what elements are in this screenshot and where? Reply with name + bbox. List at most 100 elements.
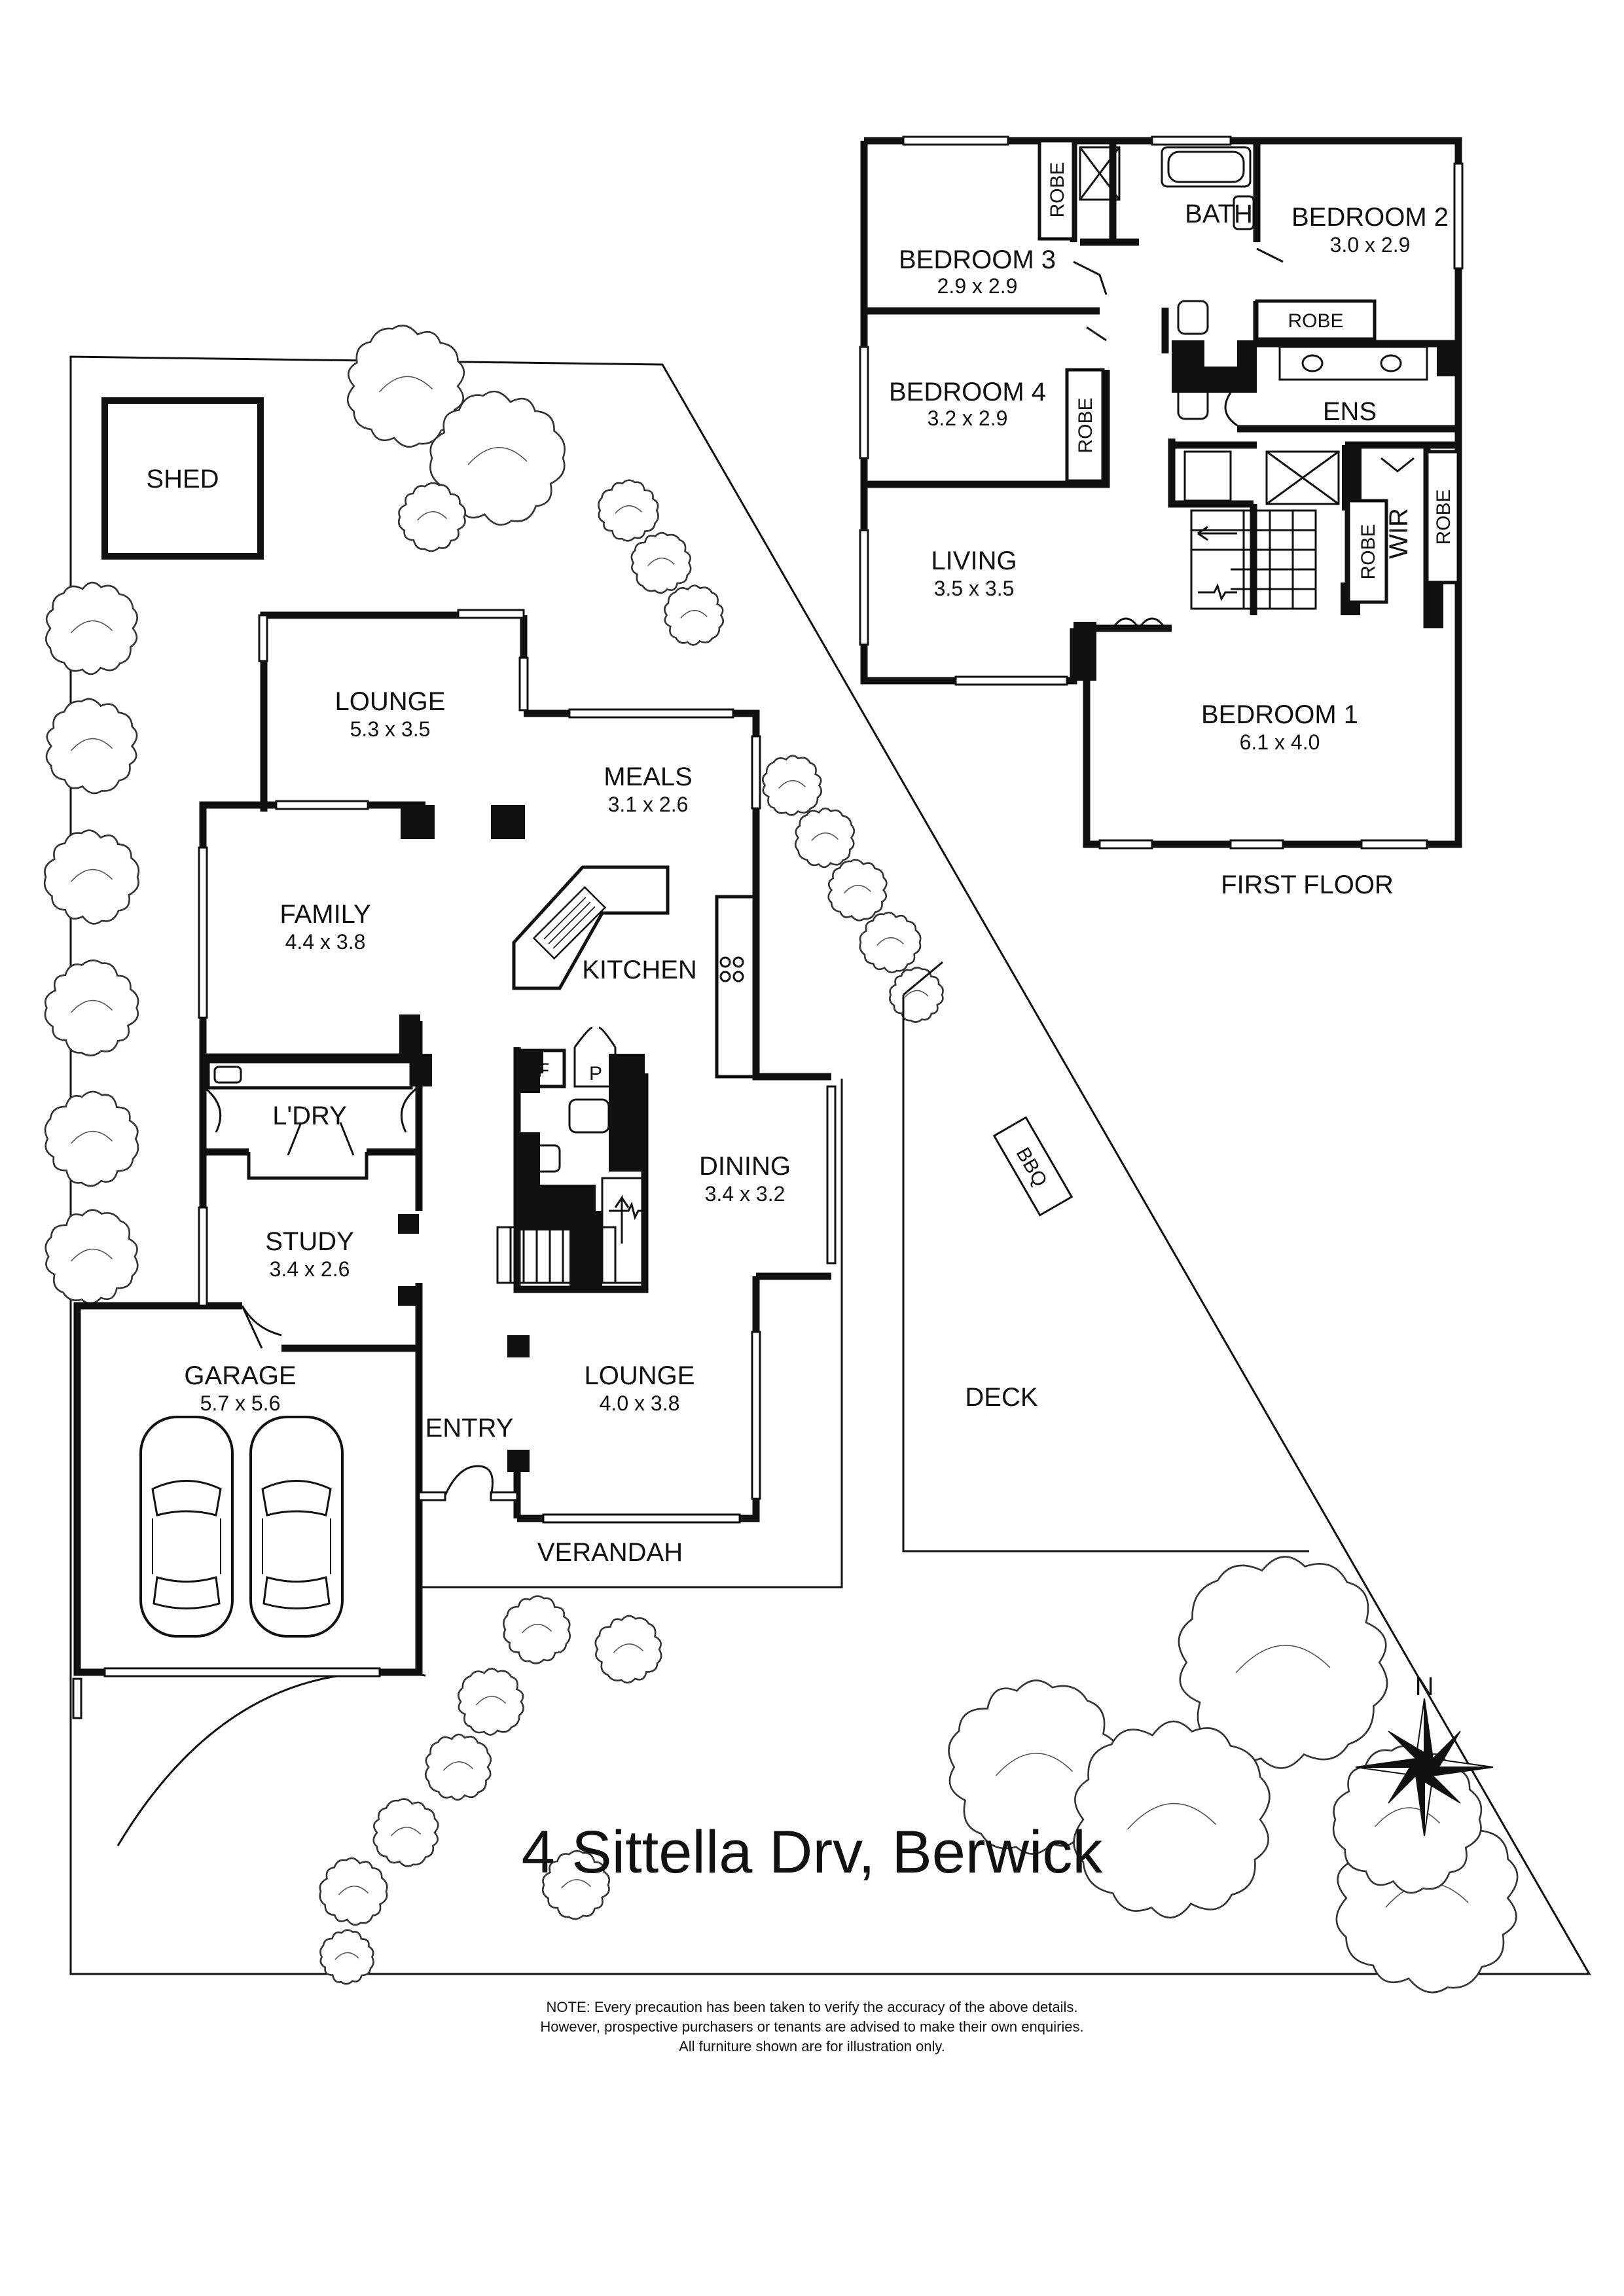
pantry-label: P [589, 1063, 602, 1085]
ens-label: ENS [1323, 397, 1377, 426]
tree-detail [378, 376, 433, 393]
first-floor-label: FIRST FLOOR [1221, 870, 1394, 899]
tree-detail [876, 937, 904, 946]
lounge-rear-label: LOUNGE [335, 687, 446, 716]
tree-icon [630, 531, 692, 594]
tree-icon [859, 911, 922, 974]
bath-label: BATH [1185, 200, 1253, 228]
trees [43, 325, 1519, 1994]
tree-icon [889, 967, 944, 1023]
tree-icon [458, 1668, 524, 1736]
tree-detail [560, 1879, 592, 1889]
tree-detail [615, 505, 642, 514]
tree-detail [778, 780, 806, 789]
kitchen-label: KITCHEN [582, 956, 697, 984]
tree-icon [429, 390, 566, 526]
ground-floor: F P LOUNGE 5.3 x 3.5 MEALS 3.1 x 2.6 FAM [72, 609, 843, 1719]
fridge-label: F [537, 1060, 549, 1081]
living-label: LIVING [931, 547, 1017, 575]
compass-point [1388, 1731, 1435, 1768]
family-label: FAMILY [280, 900, 370, 929]
tree-icon [44, 1090, 139, 1187]
laundry-label: L'DRY [272, 1102, 347, 1130]
garage-dims: 5.7 x 5.6 [200, 1391, 281, 1415]
meals-label: MEALS [604, 762, 693, 791]
shed-label: SHED [146, 465, 219, 493]
entry-label: ENTRY [425, 1414, 514, 1443]
dining-dims: 3.4 x 3.2 [705, 1182, 785, 1206]
lounge-front-dims: 4.0 x 3.8 [600, 1391, 680, 1415]
tree-icon [794, 807, 856, 869]
tree-detail [995, 1753, 1074, 1776]
cars [139, 1416, 344, 1638]
north-label: N [1415, 1672, 1434, 1701]
tree-icon [594, 1615, 662, 1684]
tree-detail [338, 1886, 369, 1895]
wir-label: WIR [1384, 508, 1413, 559]
lounge-rear-dims: 5.3 x 3.5 [350, 717, 431, 741]
verandah-label: VERANDAH [537, 1538, 683, 1567]
bedroom2-dims: 3.0 x 2.9 [1330, 233, 1411, 257]
robe-bed3-label: ROBE [1047, 162, 1068, 217]
tree-icon [43, 829, 140, 925]
lounge-front-label: LOUNGE [585, 1361, 695, 1390]
note-line-1: NOTE: Every precaution has been taken to… [546, 1999, 1078, 2015]
tree-icon [45, 698, 138, 795]
tree-detail [844, 884, 871, 894]
bedroom4-dims: 3.2 x 2.9 [928, 406, 1008, 430]
tree-detail [70, 999, 113, 1013]
disclaimer-note: NOTE: Every precaution has been taken to… [0, 1998, 1624, 2056]
tree-icon [45, 1209, 139, 1304]
deck: BBQ DECK [902, 961, 1309, 1552]
tree-detail [70, 738, 113, 751]
first-stairs [1190, 509, 1317, 610]
tree-detail [70, 1248, 113, 1262]
robe-wir1-label: ROBE [1358, 524, 1379, 579]
tree-icon [503, 1595, 571, 1664]
living-dims: 3.5 x 3.5 [934, 577, 1015, 600]
car-icon [139, 1416, 234, 1638]
tree-icon [398, 482, 466, 552]
tree-icon [1178, 1556, 1388, 1769]
tree-icon [424, 1733, 492, 1801]
car-icon [249, 1416, 344, 1638]
tree-detail [390, 1827, 422, 1837]
robe-bed4-label: ROBE [1075, 397, 1096, 453]
tree-icon [372, 1798, 439, 1867]
family-dims: 4.4 x 3.8 [285, 930, 366, 954]
tree-detail [1374, 1807, 1441, 1827]
tree-detail [613, 1643, 644, 1653]
study-dims: 3.4 x 2.6 [270, 1257, 350, 1281]
tree-icon [45, 581, 139, 675]
tree-detail [1235, 1645, 1331, 1674]
tree-detail [904, 990, 929, 998]
tree-detail [811, 832, 839, 842]
tree-detail [647, 557, 675, 567]
tree-detail [475, 1696, 507, 1706]
compass-rose-icon: N [1355, 1672, 1494, 1837]
note-line-2: However, prospective purchasers or tenan… [540, 2018, 1084, 2035]
tree-icon [827, 859, 888, 922]
tree-icon [319, 1929, 374, 1985]
tree-detail [1127, 1803, 1217, 1830]
note-line-3: All furniture shown are for illustration… [679, 2038, 945, 2054]
study-label: STUDY [265, 1227, 354, 1256]
tree-detail [70, 620, 113, 634]
dining-label: DINING [699, 1152, 791, 1181]
ground-stairs [496, 1177, 646, 1284]
bedroom1-dims: 6.1 x 4.0 [1240, 730, 1320, 754]
tree-icon [598, 479, 659, 542]
tree-icon [542, 1850, 610, 1920]
tree-detail [467, 446, 528, 465]
garage-label: GARAGE [184, 1361, 296, 1390]
bedroom3-dims: 2.9 x 2.9 [937, 274, 1018, 298]
deck-label: DECK [965, 1383, 1038, 1412]
first-floor: ROBE ROBE ROBE ROBE ROBE [859, 135, 1464, 899]
meals-dims: 3.1 x 2.6 [608, 793, 689, 816]
tree-detail [334, 1952, 359, 1960]
property-address: 4 Sittella Drv, Berwick [521, 1819, 1103, 1886]
robe-bed2-label: ROBE [1288, 310, 1343, 332]
tree-icon [762, 755, 822, 816]
tree-icon [1073, 1720, 1271, 1919]
